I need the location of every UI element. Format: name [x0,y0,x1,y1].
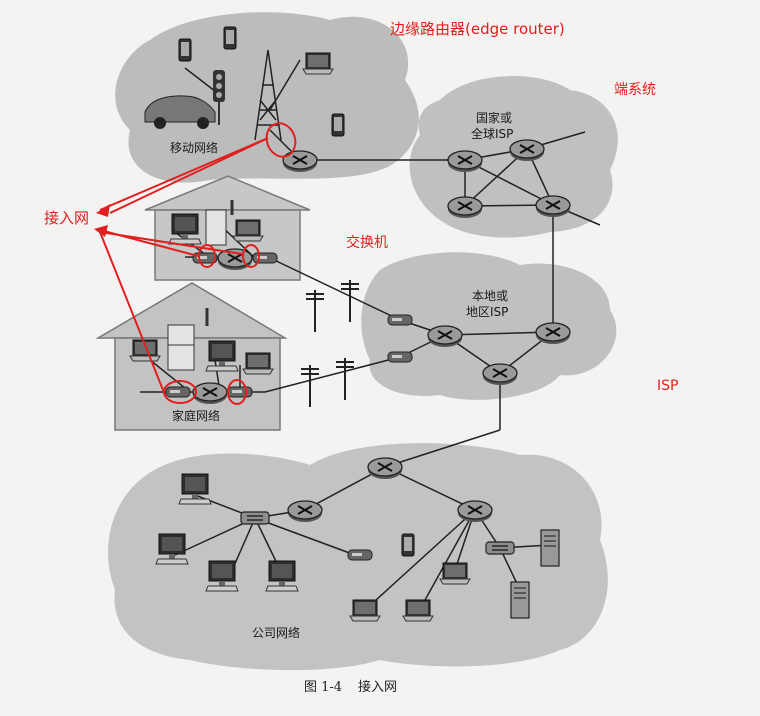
router-national-4 [535,195,571,218]
edge-router-annotation: 边缘路由器(edge router) [390,20,565,38]
annotation-arrowheads [94,204,110,237]
router-regional-2 [535,322,571,345]
desktop-icon [265,560,299,592]
laptop-icon [349,599,381,622]
laptop-icon [402,599,434,622]
router-enterprise-3 [457,500,493,523]
fridge-icon [167,324,195,371]
figure-caption-title: 接入网 [358,679,397,695]
laptop-icon [439,562,471,585]
router-enterprise-1 [367,457,403,480]
national-isp-label-2: 全球ISP [471,126,513,141]
utility-poles [300,279,360,408]
annotation-markers [99,122,297,405]
cell-tower-icon [254,49,282,141]
server-icon [540,529,560,567]
isp-annotation: ISP [657,378,678,394]
switch-annotation: 交换机 [346,234,388,251]
router-enterprise-2 [287,500,323,523]
laptop-icon [242,352,274,375]
upper-house-devices [168,200,264,246]
home-network-label: 家庭网络 [172,408,220,423]
laptop-icon [302,52,334,75]
mobile-network-cloud [115,12,419,183]
home-devices [129,308,274,375]
regional-isp-label-2: 地区ISP [466,305,508,319]
national-isp-label-1: 国家或 [476,110,512,125]
phone-icon [178,38,192,62]
phone-icon [223,26,237,50]
desktop-icon [155,533,189,565]
router-regional-3 [482,363,518,386]
router-national-2 [509,139,545,162]
end-system-annotation: 端系统 [614,82,656,98]
car-icon [144,95,216,129]
router-national-3 [447,196,483,219]
traffic-light-icon [213,70,225,125]
desktop-icon [168,213,202,245]
desktop-icon [205,340,239,372]
router-edge-mobile [282,150,318,173]
figure-caption-number: 图 1-4 [304,680,342,695]
server-icon [510,581,530,619]
mobile-network-label: 移动网络 [170,140,218,155]
regional-isp-label-1: 本地或 [472,289,508,303]
router-regional-1 [427,325,463,348]
access-network-annotation: 接入网 [44,209,89,227]
fridge-icon [205,209,227,246]
phone-icon [331,113,345,137]
desktop-icon [205,560,239,592]
enterprise-network-label: 公司网络 [252,625,300,640]
mobile-devices [144,26,345,141]
router-national-1 [447,150,483,173]
tablet-icon [401,533,415,557]
desktop-icon [178,473,212,505]
laptop-icon [232,219,264,242]
router-home [192,382,228,405]
